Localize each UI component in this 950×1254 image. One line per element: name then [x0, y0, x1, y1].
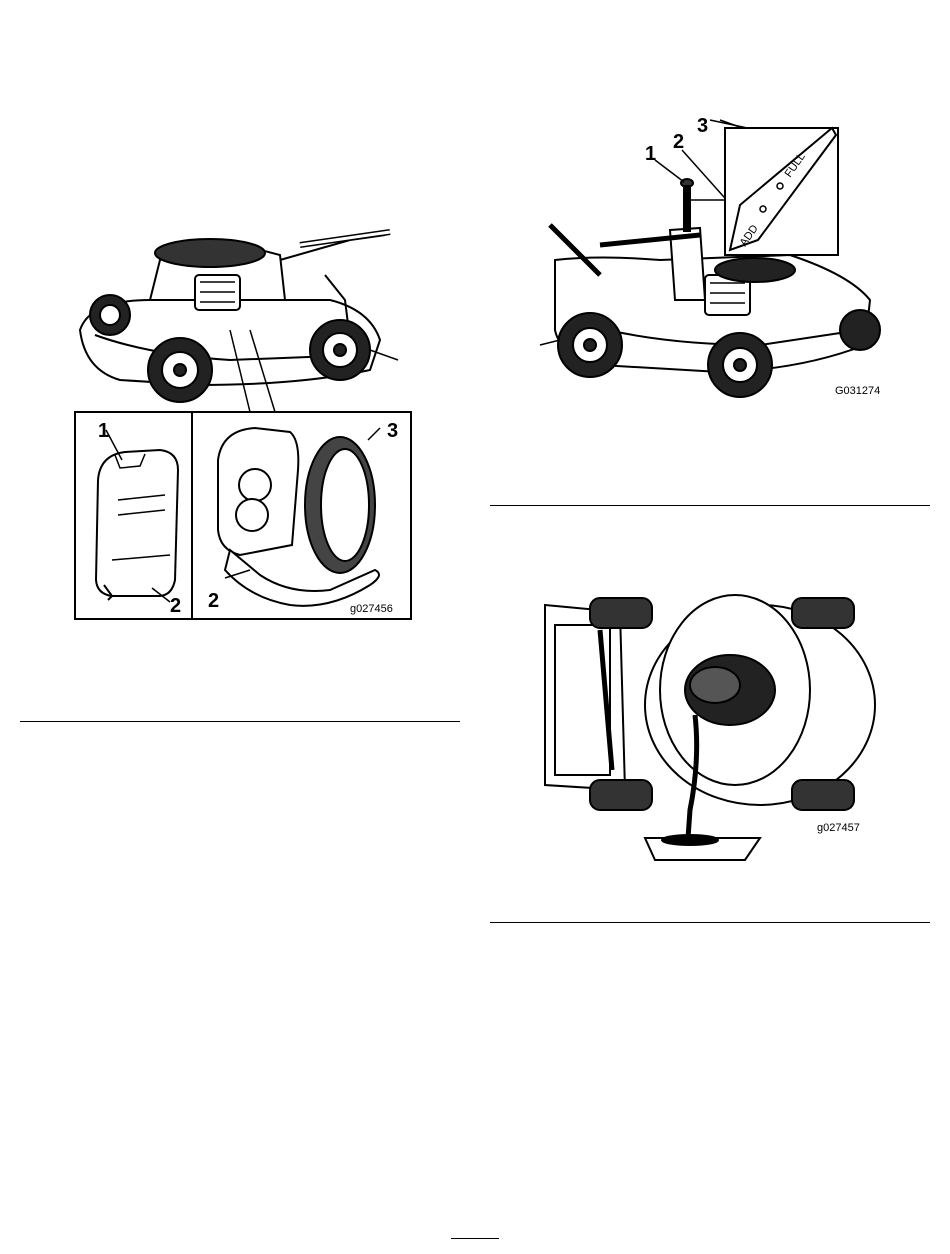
- rule-right-upper: [490, 505, 930, 506]
- callout-1-cap: 1: [645, 143, 656, 165]
- dipstick-inset: ADD FULL: [725, 128, 838, 255]
- callout-3-filter: 3: [387, 420, 398, 442]
- callout-1-cover: 1: [98, 420, 109, 442]
- figure-code-air-filter: g027456: [350, 603, 393, 615]
- figure-code-oil-level: G031274: [835, 385, 880, 397]
- rule-left-mid: [20, 721, 460, 722]
- rule-right-lower: [490, 922, 930, 923]
- callout-3-marks: 3: [697, 115, 708, 137]
- mower-underside-drain-icon: [545, 595, 875, 860]
- mower-side-view-icon: [80, 232, 398, 412]
- callout-2-dipstick: 2: [673, 131, 684, 153]
- callout-2-housing: 2: [208, 590, 219, 612]
- page-number-underline: [451, 1238, 499, 1239]
- figure-code-oil-drain: g027457: [817, 822, 860, 834]
- callout-2-cover: 2: [170, 595, 181, 617]
